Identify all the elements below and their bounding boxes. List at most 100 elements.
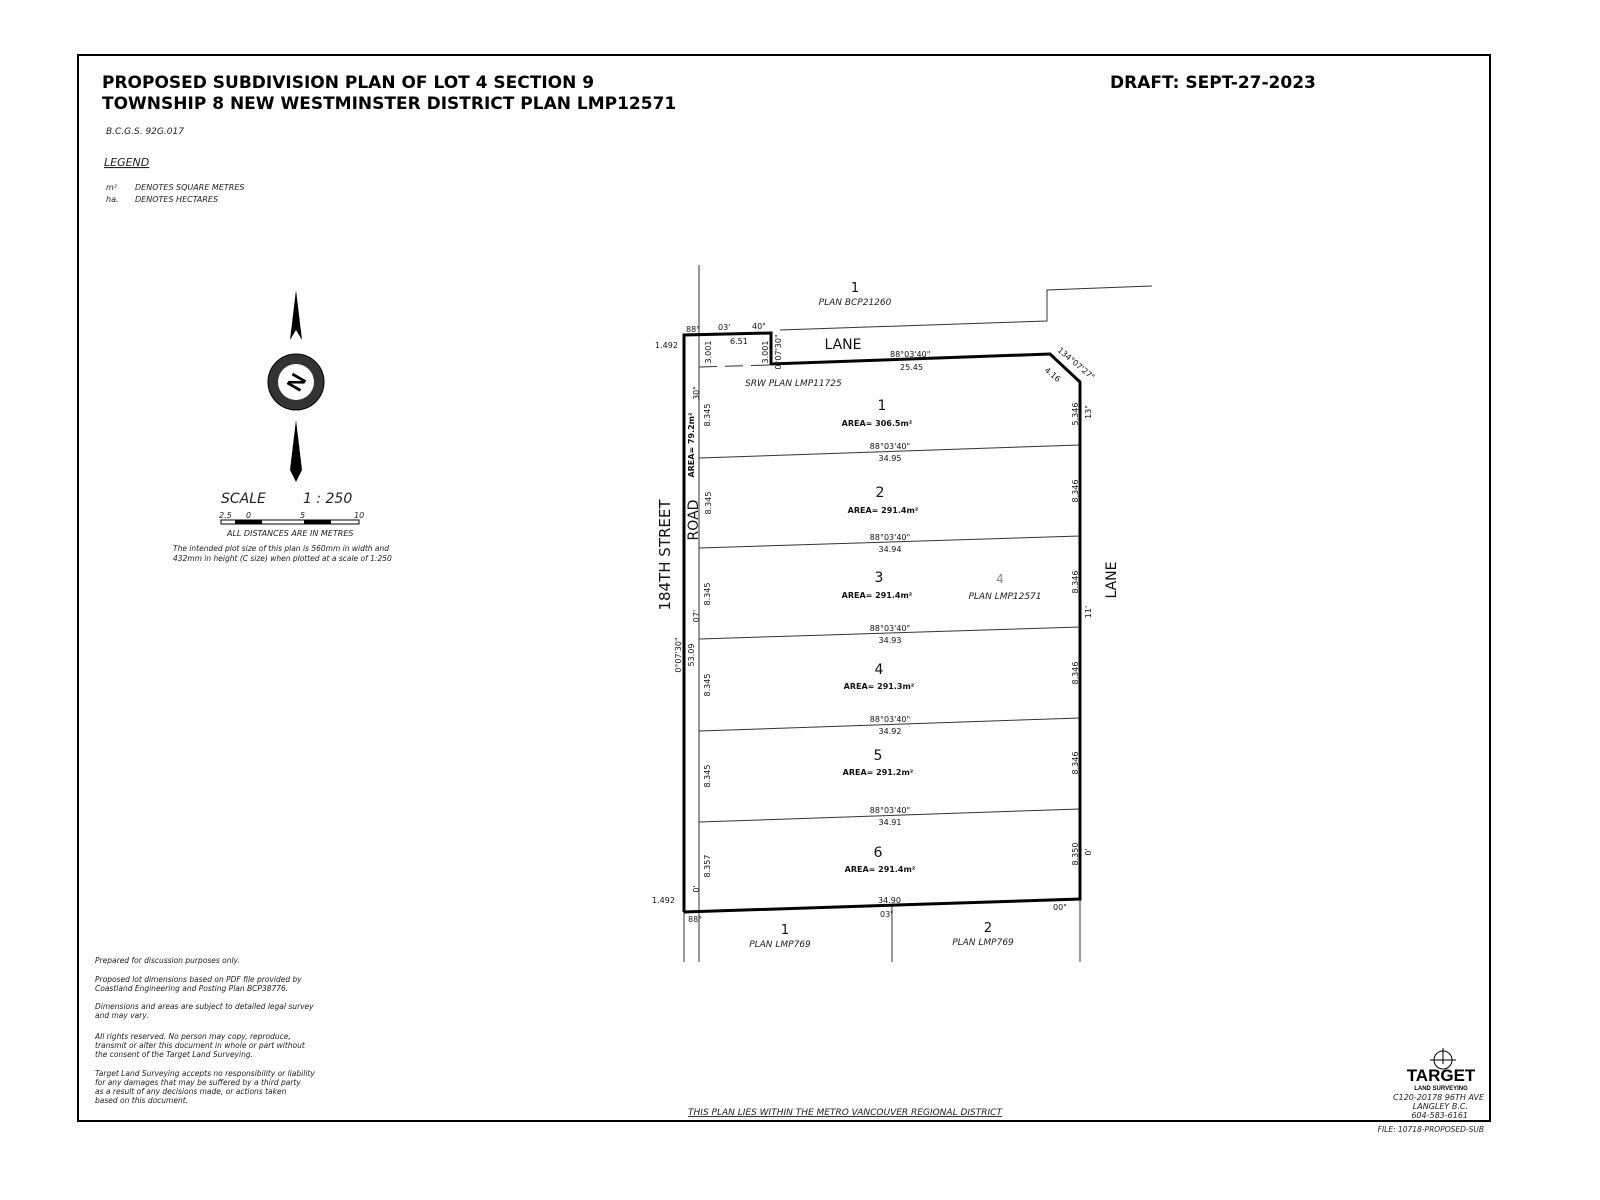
dimension-label: AREA= 291.4m² (848, 506, 919, 515)
scale-note: 432mm in height (C size) when plotted at… (173, 554, 392, 563)
parent-lot: 4 (996, 572, 1004, 586)
dimension-label: 2 (876, 485, 885, 501)
dimension-label: 40" (752, 322, 766, 331)
dimension-label: 6.51 (730, 337, 748, 346)
south-plan-1: PLAN LMP769 (749, 940, 811, 950)
north-arrow-icon: N (267, 290, 325, 482)
title-line1: PROPOSED SUBDIVISION PLAN OF LOT 4 SECTI… (102, 73, 594, 93)
dimension-label: AREA= 291.3m² (844, 682, 915, 691)
dimension-label: 53.09 (687, 644, 696, 667)
company-address: C120-20178 96TH AVE LANGLEY B.C. 604-583… (1393, 1093, 1485, 1120)
dimension-label: 88° (686, 325, 700, 334)
dimension-label: 34.93 (879, 636, 902, 645)
lane-right-label: LANE (1104, 561, 1120, 598)
dimension-label: 1.492 (652, 896, 675, 905)
dimension-label: Target Land Surveying accepts no respons… (95, 1069, 315, 1078)
dimension-label: 8.350 (1071, 843, 1080, 866)
border-frame (77, 54, 1491, 1122)
scale-ratio: 1 : 250 (303, 491, 352, 507)
dimension-label: 34.94 (879, 545, 902, 554)
dimension-label: 8.346 (1071, 480, 1080, 503)
dimension-label: 11' (1084, 606, 1093, 618)
plan-linework (682, 265, 1153, 962)
srw-label: SRW PLAN LMP11725 (745, 379, 842, 389)
dimension-label: 34.92 (879, 727, 902, 736)
dimension-label: AREA= 291.4m² (842, 591, 913, 600)
divider-dims: 88°03'40" 34.95 88°03'40" 34.94 88°03'40" 3… (870, 442, 910, 827)
scale-tick: 2.5 (219, 511, 232, 520)
dimension-label: Proposed lot dimensions based on PDF fil… (95, 975, 302, 984)
dimension-label: 6 (874, 845, 883, 861)
top-dims: 88°03'40" 6.51 3.001 3.001 0°07'30" 88°0… (652, 322, 1096, 905)
dimension-label: 8.345 (703, 765, 712, 788)
dimension-label: 0°07'30" (674, 637, 683, 672)
dimension-label: 4 (875, 662, 884, 678)
dimension-label: Coastland Engineering and Posting Plan B… (95, 984, 288, 993)
dimension-label: 0°07'30" (774, 334, 783, 369)
dimension-label: transmit or alter this document in whole… (95, 1041, 306, 1050)
dimension-label: 88°03'40" (870, 442, 910, 451)
scale-tick: 5 (300, 511, 305, 520)
dimension-label: 88°03'40" (870, 806, 910, 815)
dimension-label: 8.346 (1071, 752, 1080, 775)
scale-units: ALL DISTANCES ARE IN METRES (226, 529, 353, 538)
dimension-label: as a result of any decisions made, or ac… (95, 1087, 287, 1096)
dimension-label: and may vary. (95, 1011, 149, 1020)
dimension-label: 0' (692, 885, 701, 892)
legend-text: DENOTES SQUARE METRES (135, 183, 244, 192)
dimension-label: 34.90 (878, 896, 901, 905)
dimension-label: C120-20178 96TH AVE (1393, 1093, 1485, 1102)
dimension-label: 1 (878, 398, 887, 414)
dimension-label: 3.001 (761, 341, 770, 364)
dimension-label: 8.346 (1071, 662, 1080, 685)
dimension-label: AREA= 291.4m² (845, 865, 916, 874)
dimension-label: 13" (1084, 405, 1093, 419)
dimension-label: 03' (880, 910, 892, 919)
dimension-label: 5 (874, 748, 883, 764)
dimension-label: AREA= 306.5m² (842, 419, 913, 428)
dimension-label: 34.95 (879, 454, 902, 463)
south-lot-2: 2 (984, 921, 992, 936)
dimension-label: 88° (688, 915, 702, 924)
dimension-label: 0' (1084, 848, 1093, 855)
dimension-label: 88°03'40" (870, 624, 910, 633)
scale-label: SCALE (221, 491, 266, 507)
road-area: AREA= 79.2m² (687, 412, 696, 478)
dimension-label: 34.91 (879, 818, 902, 827)
dimension-label: 604-583-6161 (1411, 1111, 1468, 1120)
dimension-label: 3.001 (704, 341, 713, 364)
scale-bar (220, 519, 360, 525)
scale-tick: 0 (246, 511, 251, 520)
title-line2: TOWNSHIP 8 NEW WESTMINSTER DISTRICT PLAN… (102, 94, 676, 114)
dimension-label: LANGLEY B.C. (1413, 1102, 1468, 1111)
draft-date: DRAFT: SEPT-27-2023 (1110, 73, 1316, 93)
south-lot-1: 1 (781, 923, 789, 938)
dimension-label: 07' (692, 610, 701, 622)
right-dims: 5.346 8.346 8.346 8.346 8.346 8.350 13" … (1071, 403, 1093, 866)
dimension-label: All rights reserved. No person may copy,… (94, 1032, 291, 1041)
dimension-label: 88°03'40" (890, 350, 930, 359)
legend-text: DENOTES HECTARES (135, 195, 218, 204)
street-label: 184TH STREET (656, 499, 674, 611)
dimension-label: 4.16 (1043, 366, 1062, 384)
parent-plan: PLAN LMP12571 (968, 592, 1041, 602)
dimension-label: 5.346 (1071, 403, 1080, 426)
legend-symbol: m² (106, 183, 118, 192)
dimension-label: 8.345 (704, 492, 713, 515)
dimension-label: LAND SURVEYING (1414, 1086, 1468, 1092)
bcgs: B.C.G.S. 92G.017 (106, 127, 184, 137)
notes: Prepared for discussion purposes only. P… (94, 956, 315, 1105)
left-dims: 8.345 8.345 8.345 8.345 8.345 8.357 30" … (674, 386, 713, 893)
dimension-label: for any damages that may be suffered by … (95, 1078, 301, 1087)
legend-symbol: ha. (106, 195, 119, 204)
dimension-label: based on this document. (95, 1096, 188, 1105)
north-lot-number: 1 (851, 281, 859, 296)
dimension-label: 88°03'40" (870, 533, 910, 542)
